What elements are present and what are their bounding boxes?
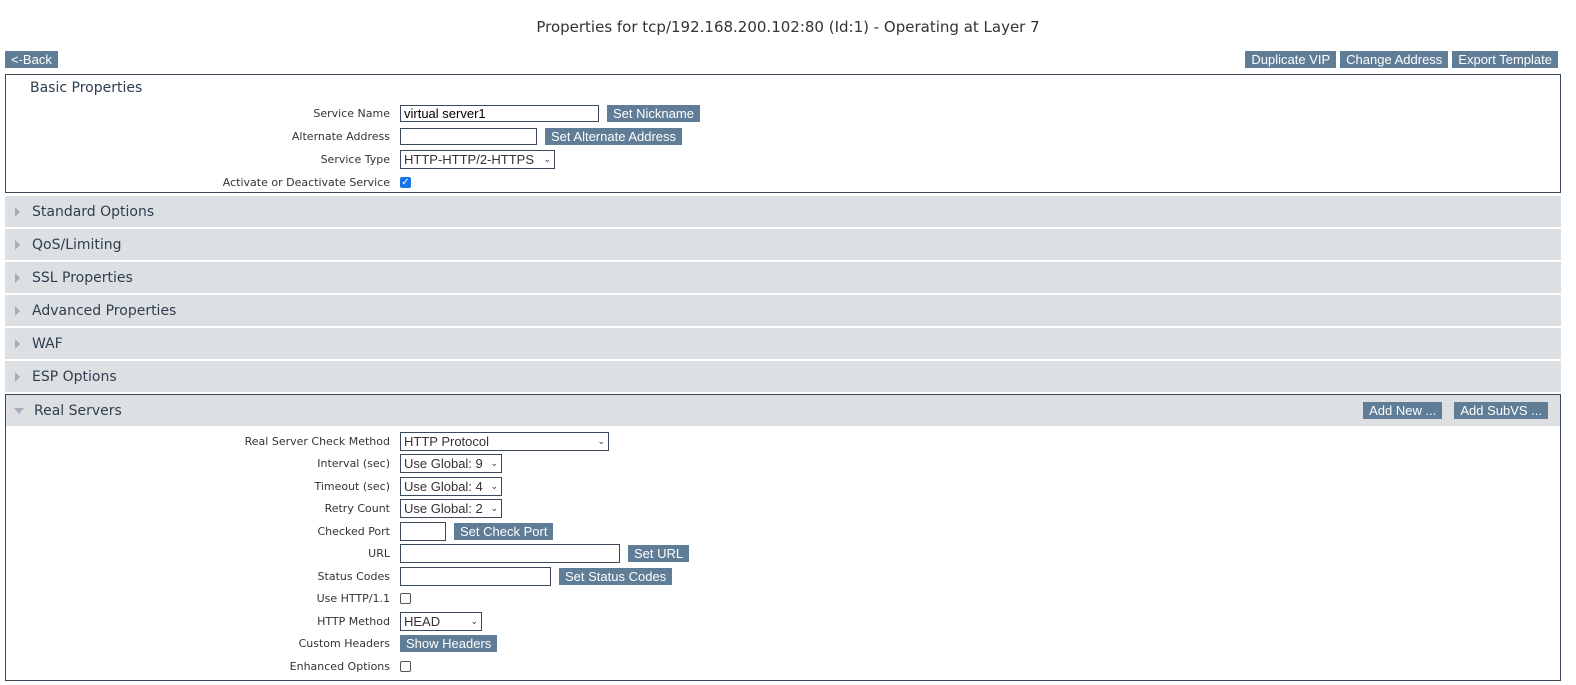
- activate-checkbox[interactable]: ✓: [400, 177, 411, 188]
- chevron-down-icon: ⌄: [490, 480, 498, 491]
- url-input[interactable]: [400, 544, 620, 564]
- status-codes-input[interactable]: [400, 566, 551, 586]
- http-method-value: HEAD: [404, 613, 441, 629]
- timeout-label: Timeout (sec): [314, 479, 390, 493]
- show-headers-button[interactable]: Show Headers: [400, 635, 498, 653]
- section-label: Advanced Properties: [32, 302, 177, 319]
- triangle-right-icon: [15, 305, 20, 316]
- retry-count-select[interactable]: Use Global: 2 ⌄: [400, 499, 502, 519]
- retry-count-label: Retry Count: [324, 502, 390, 516]
- interval-label: Interval (sec): [317, 457, 390, 471]
- custom-headers-label: Custom Headers: [298, 637, 390, 651]
- export-template-button[interactable]: Export Template: [1452, 51, 1558, 68]
- section-esp-options[interactable]: ESP Options: [5, 361, 1561, 392]
- interval-value: Use Global: 9: [404, 456, 483, 472]
- triangle-right-icon: [15, 338, 20, 349]
- alternate-address-input[interactable]: [400, 128, 537, 145]
- section-label: SSL Properties: [32, 269, 133, 286]
- real-servers-header[interactable]: Real Servers Add New ... Add SubVS ...: [6, 395, 1560, 426]
- duplicate-vip-button[interactable]: Duplicate VIP: [1245, 51, 1337, 68]
- service-type-select[interactable]: HTTP-HTTP/2-HTTPS ⌄: [400, 150, 555, 169]
- alternate-address-label: Alternate Address: [291, 130, 390, 143]
- http-method-select[interactable]: HEAD ⌄: [400, 611, 482, 631]
- chevron-down-icon: ⌄: [470, 615, 478, 626]
- triangle-right-icon: [15, 239, 20, 250]
- triangle-down-icon: [14, 407, 24, 414]
- status-codes-label: Status Codes: [317, 569, 390, 583]
- timeout-value: Use Global: 4: [404, 478, 483, 494]
- section-label: ESP Options: [32, 368, 117, 385]
- retry-count-value: Use Global: 2: [404, 501, 483, 517]
- triangle-right-icon: [15, 272, 20, 283]
- activate-label: Activate or Deactivate Service: [222, 176, 390, 189]
- service-type-label: Service Type: [320, 153, 390, 166]
- section-qos-limiting[interactable]: QoS/Limiting: [5, 229, 1561, 260]
- chevron-down-icon: ⌄: [597, 435, 605, 446]
- url-label: URL: [368, 547, 390, 561]
- service-name-label: Service Name: [313, 107, 390, 120]
- check-method-value: HTTP Protocol: [404, 433, 490, 449]
- set-nickname-button[interactable]: Set Nickname: [607, 105, 700, 122]
- http-method-label: HTTP Method: [317, 614, 390, 628]
- service-type-value: HTTP-HTTP/2-HTTPS: [404, 152, 534, 167]
- triangle-right-icon: [15, 206, 20, 217]
- set-alternate-address-button[interactable]: Set Alternate Address: [545, 128, 683, 145]
- use-http11-label: Use HTTP/1.1: [316, 592, 390, 606]
- page-title: Properties for tcp/192.168.200.102:80 (I…: [536, 18, 1040, 36]
- interval-select[interactable]: Use Global: 9 ⌄: [400, 454, 502, 474]
- use-http11-checkbox[interactable]: [400, 593, 411, 605]
- timeout-select[interactable]: Use Global: 4 ⌄: [400, 476, 502, 496]
- checked-port-label: Checked Port: [317, 524, 391, 538]
- chevron-down-icon: ⌄: [490, 458, 498, 469]
- check-method-select[interactable]: HTTP Protocol ⌄: [400, 431, 609, 451]
- triangle-right-icon: [15, 371, 20, 382]
- service-name-input[interactable]: [400, 105, 599, 122]
- set-check-port-button[interactable]: Set Check Port: [454, 522, 554, 540]
- set-status-codes-button[interactable]: Set Status Codes: [559, 567, 673, 585]
- section-advanced-properties[interactable]: Advanced Properties: [5, 295, 1561, 326]
- checked-port-input[interactable]: [400, 521, 446, 541]
- chevron-down-icon: ⌄: [543, 154, 551, 164]
- check-method-label: Real Server Check Method: [244, 434, 390, 448]
- basic-properties-panel: Basic Properties Service Name Set Nickna…: [5, 74, 1561, 193]
- section-label: QoS/Limiting: [32, 236, 122, 253]
- section-label: WAF: [32, 335, 63, 352]
- enhanced-options-checkbox[interactable]: [400, 660, 411, 672]
- set-url-button[interactable]: Set URL: [628, 545, 690, 563]
- real-servers-panel: Real Servers Add New ... Add SubVS ... R…: [5, 394, 1561, 681]
- basic-properties-title: Basic Properties: [30, 80, 143, 96]
- enhanced-options-label: Enhanced Options: [289, 659, 390, 673]
- add-subvs-button[interactable]: Add SubVS ...: [1454, 402, 1548, 419]
- real-servers-title: Real Servers: [34, 402, 122, 419]
- top-actions: Duplicate VIP Change Address Export Temp…: [1245, 51, 1558, 68]
- add-new-button[interactable]: Add New ...: [1363, 402, 1443, 419]
- chevron-down-icon: ⌄: [490, 503, 498, 514]
- section-label: Standard Options: [32, 203, 155, 220]
- section-ssl-properties[interactable]: SSL Properties: [5, 262, 1561, 293]
- back-button[interactable]: <-Back: [5, 51, 58, 68]
- section-waf[interactable]: WAF: [5, 328, 1561, 359]
- section-standard-options[interactable]: Standard Options: [5, 196, 1561, 227]
- change-address-button[interactable]: Change Address: [1340, 51, 1449, 68]
